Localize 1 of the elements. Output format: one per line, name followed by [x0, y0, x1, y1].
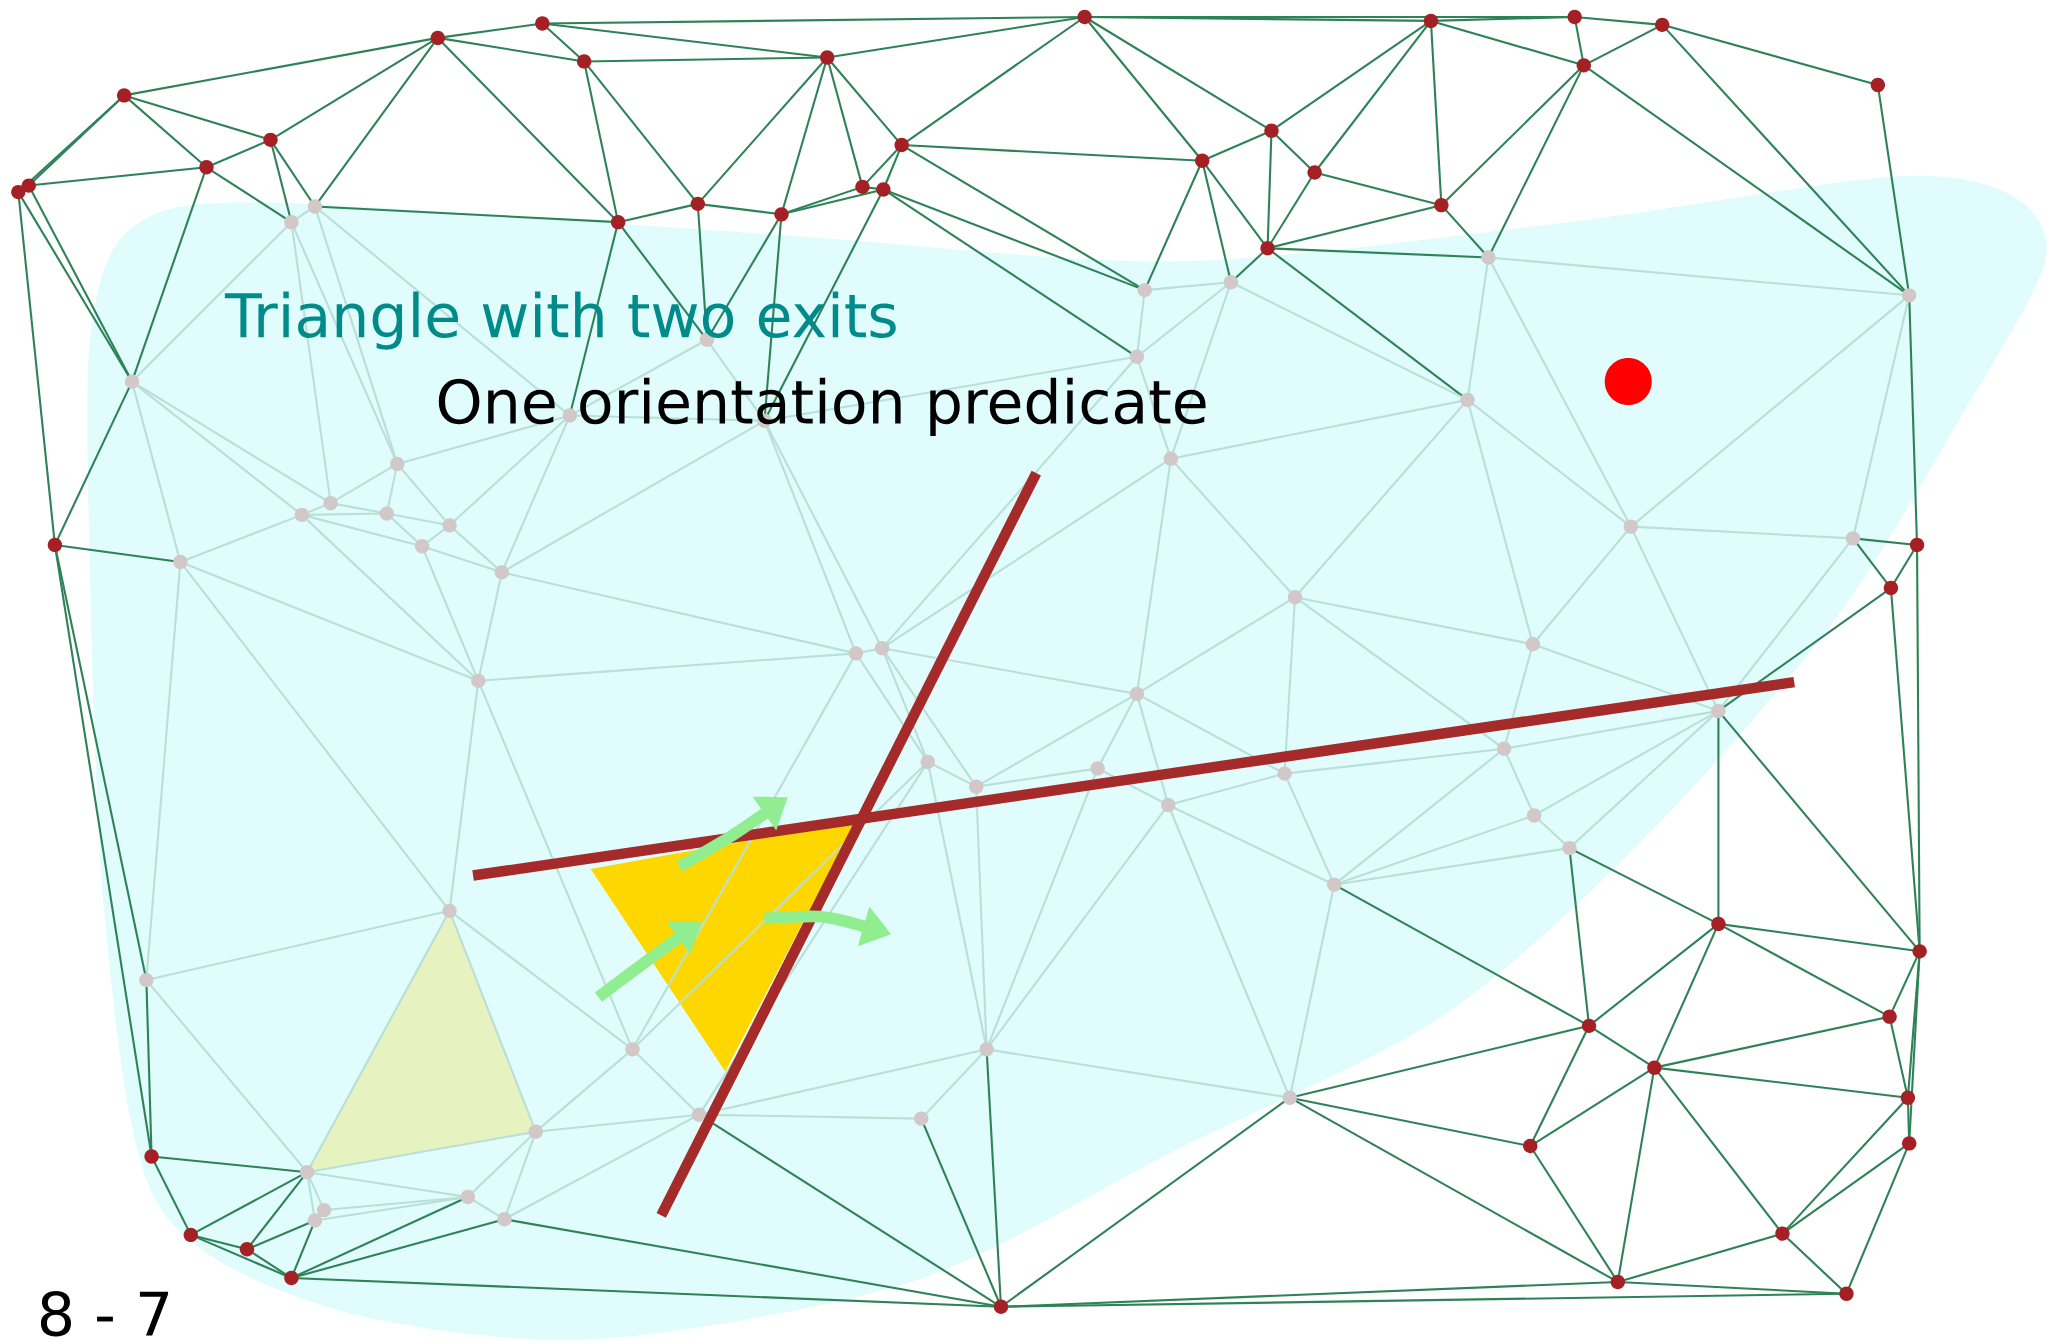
slide-number: 8 - 7: [40, 1291, 169, 1337]
